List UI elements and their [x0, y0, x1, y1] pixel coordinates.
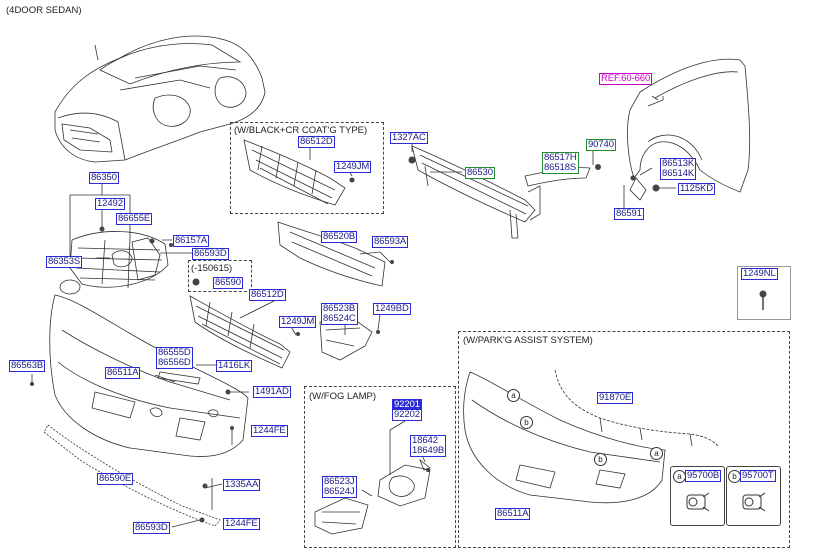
- date-note-box: (-150615): [188, 260, 252, 292]
- part-label-group-86513K[interactable]: 86513K 86514K: [660, 158, 697, 180]
- part-label-18649B: 18649B: [412, 445, 445, 456]
- part-label-1244FE-upper[interactable]: 1244FE: [251, 425, 288, 437]
- part-label-86511A-left[interactable]: 86511A: [105, 367, 141, 379]
- part-label-86512D-mid[interactable]: 86512D: [249, 289, 286, 301]
- callout-b-2: b: [594, 453, 607, 466]
- part-label-86593D-lower[interactable]: 86593D: [133, 522, 170, 534]
- part-label-ref-60-660[interactable]: REF.60-660: [599, 73, 653, 85]
- part-label-86514K: 86514K: [662, 168, 695, 179]
- part-label-90740[interactable]: 90740: [586, 139, 616, 151]
- part-label-1249JM-top[interactable]: 1249JM: [334, 161, 372, 173]
- fog-lamp-section-title: (W/FOG LAMP): [309, 391, 377, 402]
- part-label-1335AA[interactable]: 1335AA: [223, 479, 261, 491]
- part-label-1249NL[interactable]: 1249NL: [741, 268, 778, 280]
- part-label-86591[interactable]: 86591: [614, 208, 644, 220]
- black-cr-section: (W/BLACK+CR COAT'G TYPE): [230, 122, 384, 214]
- parking-assist-section-title: (W/PARK'G ASSIST SYSTEM): [463, 335, 593, 346]
- part-label-92201: 92201: [393, 399, 421, 410]
- part-label-86593D-upper[interactable]: 86593D: [192, 248, 229, 260]
- part-label-86350[interactable]: 86350: [89, 172, 119, 184]
- part-label-86157A[interactable]: 86157A: [173, 235, 210, 247]
- part-label-86520B[interactable]: 86520B: [321, 231, 358, 243]
- part-label-86590[interactable]: 86590: [213, 277, 243, 289]
- part-label-group-86517H[interactable]: 86517H 86518S: [542, 152, 579, 174]
- fog-lamp-section: (W/FOG LAMP): [304, 386, 456, 548]
- part-label-95700T[interactable]: 95700T: [740, 470, 776, 482]
- part-label-86655E[interactable]: 86655E: [116, 213, 153, 225]
- part-label-86523J: 86523J: [324, 476, 355, 487]
- part-label-86593A[interactable]: 86593A: [372, 236, 409, 248]
- part-label-86555D: 86555D: [158, 347, 191, 358]
- part-label-86353S[interactable]: 86353S: [46, 256, 83, 268]
- callout-a-1: a: [507, 389, 520, 402]
- part-label-86524J: 86524J: [324, 486, 355, 497]
- part-label-86524C: 86524C: [323, 313, 356, 324]
- part-label-group-86523B[interactable]: 86523B 86524C: [321, 303, 358, 325]
- part-label-18642: 18642: [412, 435, 438, 446]
- part-label-1416LK[interactable]: 1416LK: [216, 360, 253, 372]
- callout-a-2: a: [650, 447, 663, 460]
- part-label-95700B[interactable]: 95700B: [685, 470, 722, 482]
- part-label-1125KD[interactable]: 1125KD: [678, 183, 716, 195]
- part-label-group-86523J[interactable]: 86523J 86524J: [322, 476, 357, 498]
- black-cr-section-title: (W/BLACK+CR COAT'G TYPE): [234, 125, 368, 136]
- part-label-1249BD[interactable]: 1249BD: [373, 303, 411, 315]
- diagram-title: (4DOOR SEDAN): [6, 5, 82, 16]
- part-label-86563B[interactable]: 86563B: [9, 360, 46, 372]
- parking-assist-section: (W/PARK'G ASSIST SYSTEM): [458, 331, 790, 548]
- callout-b-legend: b: [728, 470, 741, 483]
- part-label-1244FE-lower[interactable]: 1244FE: [223, 518, 260, 530]
- part-label-group-86555D[interactable]: 86555D 86556D: [156, 347, 193, 369]
- part-label-86518S: 86518S: [544, 162, 577, 173]
- part-label-91870E[interactable]: 91870E: [597, 392, 634, 404]
- part-label-86511A-right[interactable]: 86511A: [495, 508, 531, 520]
- part-label-1491AD[interactable]: 1491AD: [253, 386, 291, 398]
- part-label-86556D: 86556D: [158, 357, 191, 368]
- part-label-86530[interactable]: 86530: [465, 167, 495, 179]
- part-label-1249JM-mid[interactable]: 1249JM: [279, 316, 317, 328]
- part-label-92202: 92202: [394, 409, 420, 420]
- sedan-illustration: [54, 35, 266, 163]
- part-label-86523B: 86523B: [323, 303, 356, 314]
- sensor-b-icon: [742, 492, 766, 512]
- part-label-86517H: 86517H: [544, 152, 577, 163]
- part-1249NL-box: [737, 266, 791, 320]
- part-label-12492[interactable]: 12492: [95, 198, 125, 210]
- part-label-86513K: 86513K: [662, 158, 695, 169]
- sensor-a-icon: [686, 492, 710, 512]
- part-label-86590E[interactable]: 86590E: [97, 473, 134, 485]
- part-label-1327AC[interactable]: 1327AC: [390, 132, 428, 144]
- part-label-group-92201[interactable]: 92201 92202: [392, 399, 422, 421]
- callout-b-1: b: [520, 416, 533, 429]
- part-label-86512D-top[interactable]: 86512D: [298, 136, 335, 148]
- part-label-group-18642[interactable]: 18642 18649B: [410, 435, 447, 457]
- date-note: (-150615): [191, 263, 233, 274]
